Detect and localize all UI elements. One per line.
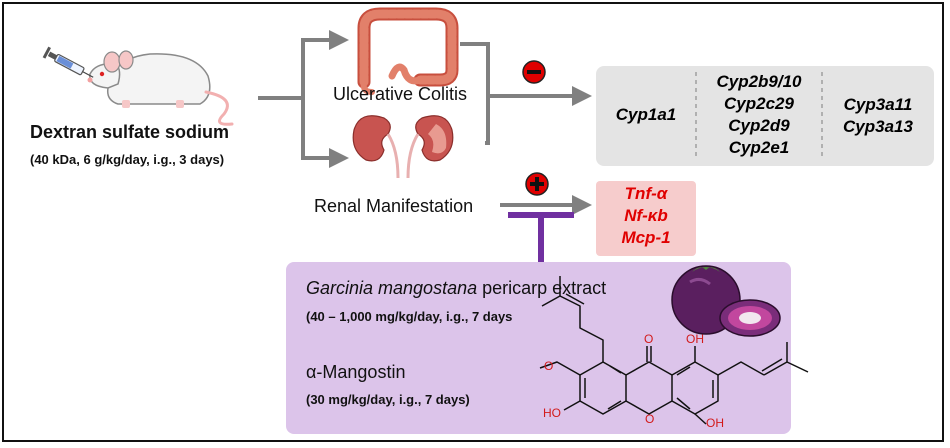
mouse-icon	[87, 50, 234, 126]
syringe-icon	[42, 46, 94, 78]
gene-column-1: Cyp1a1	[598, 104, 694, 126]
inhibition-bar	[508, 212, 574, 262]
atom-label-carbonyl: O	[644, 332, 654, 346]
gene-label: Tnf-α	[624, 184, 668, 203]
gene-label: Cyp1a1	[615, 105, 677, 124]
plus-sign-icon	[525, 172, 549, 196]
gene-label: Mcp-1	[621, 228, 671, 247]
kidneys-icon	[352, 115, 454, 179]
extract-dose: (40 – 1,000 mg/kg/day, i.g., 7 days	[306, 309, 513, 324]
alpha-mangostin-structure	[539, 276, 809, 425]
gene-label: Cyp2e1	[728, 138, 790, 157]
gene-label: Cyp3a11	[843, 95, 913, 114]
colon-icon	[357, 7, 459, 95]
extract-title: Garcinia mangostana pericarp extract	[306, 278, 606, 299]
gene-column-3: Cyp3a11 Cyp3a13	[824, 94, 932, 138]
gene-label: Cyp2d9	[728, 116, 790, 135]
gene-label: Cyp2b9/10	[716, 72, 802, 91]
minus-sign-icon	[522, 60, 546, 84]
compound-name: α-Mangostin	[306, 362, 406, 382]
extract-species: Garcinia mangostana	[306, 278, 478, 298]
gene-label: Cyp2c29	[724, 94, 794, 113]
atom-label-oh-top: OH	[686, 332, 704, 346]
extract-part: pericarp extract	[477, 278, 607, 298]
upregulated-gene-column: Tnf-α Nf-κb Mcp-1	[596, 183, 696, 249]
atom-label-methoxy-o: O	[544, 359, 554, 373]
flow-arrows	[258, 30, 592, 215]
compound-dose: (30 mg/kg/day, i.g., 7 days)	[306, 392, 470, 407]
renal-manifestation-label: Renal Manifestation	[314, 196, 474, 216]
gene-label: Cyp3a13	[843, 117, 913, 136]
treatment-dose: (40 kDa, 6 g/kg/day, i.g., 3 days)	[30, 152, 225, 167]
atom-label-ho-left: HO	[543, 406, 561, 420]
arrow-to-colitis	[301, 30, 349, 160]
gene-column-2: Cyp2b9/10 Cyp2c29 Cyp2d9 Cyp2e1	[698, 71, 820, 159]
atom-label-oh-right: OH	[706, 416, 724, 430]
atom-label-ring-o: O	[645, 412, 655, 426]
gene-label: Nf-κb	[624, 206, 668, 225]
arrow-from-colitis	[460, 42, 490, 96]
upregulated-genes-box	[596, 181, 696, 256]
treatment-name: Dextran sulfate sodium	[30, 122, 230, 142]
arrow-from-renal	[485, 96, 490, 145]
ulcerative-colitis-label: Ulcerative Colitis	[333, 84, 468, 104]
mangosteen-icon	[671, 265, 781, 337]
intervention-box	[286, 262, 791, 434]
downregulated-genes-box	[596, 66, 934, 166]
